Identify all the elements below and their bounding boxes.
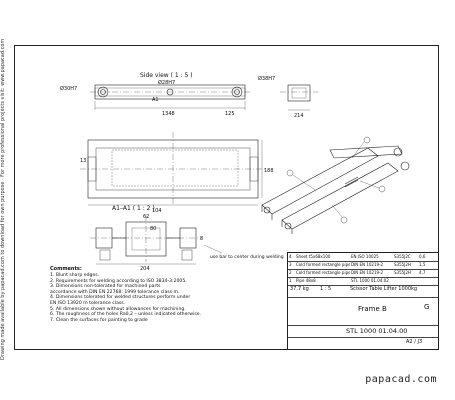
comments-heading: Comments: xyxy=(50,266,82,272)
dim-section-width: 204 xyxy=(140,266,150,272)
part-name-row: Frame B G xyxy=(288,297,438,326)
side-view-title: Side view ( 1 : 5 ) xyxy=(140,72,193,79)
dim-offset: 125 xyxy=(225,111,235,117)
weld-note: use bar to center during welding xyxy=(210,254,284,260)
dim-section-wall: 8 xyxy=(200,236,203,242)
comment-line: 5. All dimensions shown without allowanc… xyxy=(50,306,186,312)
drawing-sheet-frame xyxy=(14,45,439,350)
drawing-number: STL 1000 01.04.00 xyxy=(346,327,408,335)
dim-bore-right: Ø38H7 xyxy=(258,75,275,82)
comment-line: 6. The roughness of the holes Ra0,2 – un… xyxy=(50,312,202,318)
product-name: Scissor Table Lifter 1000kg xyxy=(350,286,418,292)
sheet-format: A2 / J3 xyxy=(406,339,423,345)
parts-row: 3 Cold formed rectangle pipe 80x40x4 L=3… xyxy=(288,261,438,270)
comment-line: 2. Requirements for welding according to… xyxy=(50,278,187,284)
parts-row: 4 Sheet t5x68x100 EN ISO 10025 S355J2C 0… xyxy=(288,253,438,262)
section-marker: A1 xyxy=(152,97,159,103)
comments-block: Comments: 1. Blunt sharp edges. 2. Requi… xyxy=(50,266,290,323)
comment-line: EN ISO 13920 m tolerance class. xyxy=(50,300,126,306)
site-watermark: papacad.com xyxy=(365,374,437,385)
parts-row: 2 Cold formed rectangle pipe 80x40x4 L=3… xyxy=(288,269,438,278)
weight-row: 37,7 kg 1 : 5 Scissor Table Lifter 1000k… xyxy=(288,285,438,298)
comment-line: 3. Dimensions non-tolerated for machined… xyxy=(50,284,161,290)
scale-value: 1 : 5 xyxy=(320,286,332,292)
dim-length: 1348 xyxy=(162,111,175,117)
dim-height: 188 xyxy=(264,168,274,174)
weight-value: 37,7 kg xyxy=(290,286,309,292)
comment-line: 1. Blunt sharp edges. xyxy=(50,273,100,278)
part-name: Frame B xyxy=(358,305,387,313)
dim-bore-mid: Ø28H7 xyxy=(158,79,175,86)
section-title: A1–A1 ( 1 : 2 ) xyxy=(112,205,155,212)
dim-inner: 104 xyxy=(152,208,162,214)
title-block: 4 Sheet t5x68x100 EN ISO 10025 S355J2C 0… xyxy=(287,252,438,349)
comment-line: accordance with DIN EN 22768: 1999 toler… xyxy=(50,289,180,295)
dim-section-top: 62 xyxy=(143,214,149,220)
dim-flange: 13 xyxy=(80,158,86,164)
comment-line: 7. Clean the surfaces for painting to gr… xyxy=(50,317,148,323)
format-row: A2 / J3 xyxy=(288,337,438,349)
drawing-number-row: STL 1000 01.04.00 xyxy=(288,325,438,338)
isometric-view xyxy=(261,145,410,234)
sheet-label: G xyxy=(424,303,430,311)
dim-bore-left: Ø30H7 xyxy=(60,85,77,92)
comment-line: 4. Dimensions tolerated for welded struc… xyxy=(50,295,191,301)
dim-width: 214 xyxy=(294,113,304,119)
parts-row: 1 Pipe 48x8 STL 1000 01.04.02 xyxy=(288,277,438,286)
section-a1-view xyxy=(90,215,202,265)
end-view xyxy=(287,84,311,102)
dim-section-inner: 80 xyxy=(150,226,156,232)
